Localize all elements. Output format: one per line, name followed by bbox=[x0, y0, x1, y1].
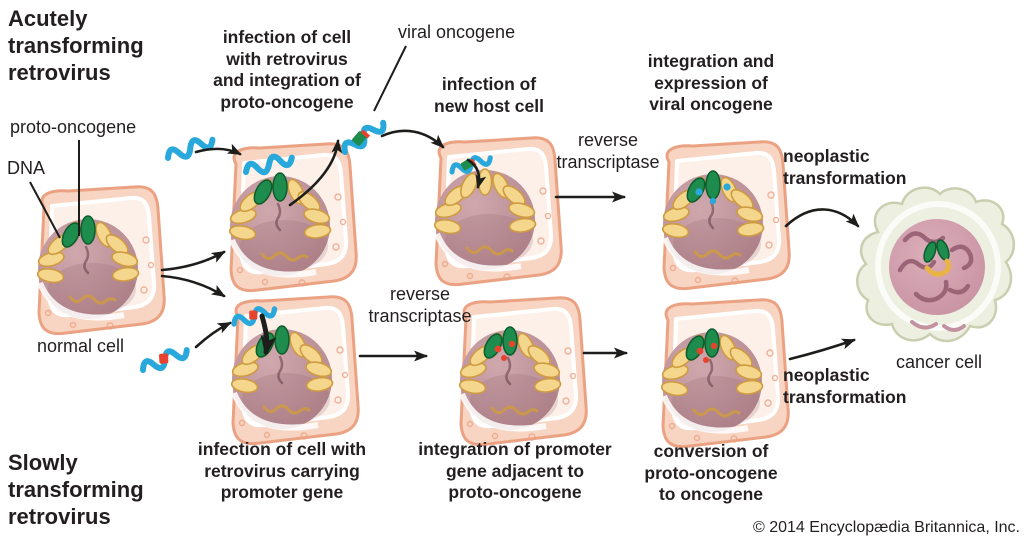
label-viral-oncogene: viral oncogene bbox=[398, 22, 516, 42]
label-dna: DNA bbox=[7, 158, 46, 178]
label-reverse-transcriptase-top: reverse transcriptase bbox=[556, 130, 660, 173]
promoter-retrovirus-icon bbox=[140, 344, 190, 375]
arrow-oncogene-capture bbox=[288, 139, 343, 207]
arrow-neoplastic-top bbox=[784, 208, 860, 228]
step-label-integration-expression: integration and expression of viral onco… bbox=[647, 51, 775, 115]
step-label-infection-new-host: infection of new host cell bbox=[434, 74, 544, 116]
arrow-promoter-entry bbox=[259, 313, 277, 356]
label-normal-cell: normal cell bbox=[37, 336, 125, 356]
step-label-neoplastic-bottom: neoplastic transformation bbox=[783, 365, 907, 407]
cell-integrated-oncogene-illustration bbox=[662, 142, 790, 289]
normal-cell-illustration bbox=[37, 187, 165, 334]
label-cancer-cell: cancer cell bbox=[896, 352, 983, 372]
label-reverse-transcriptase-bottom: reverse transcriptase bbox=[368, 284, 472, 327]
step-label-infection-integration: infection of cell with retrovirus and in… bbox=[213, 27, 361, 113]
step-label-conversion-oncogene: conversion of proto-oncogene to oncogene bbox=[644, 441, 778, 505]
arrow-virus-to-new-host bbox=[380, 129, 445, 149]
cell-oncogene-converted-illustration bbox=[661, 300, 789, 447]
copyright-notice: © 2014 Encyclopædia Britannica, Inc. bbox=[752, 519, 1020, 536]
arrow-branch-lower bbox=[160, 274, 226, 298]
arrow-virus-to-cell bbox=[194, 143, 242, 156]
step-label-promoter-integration: integration of promoter gene adjacent to… bbox=[418, 439, 612, 503]
heading-acutely-transforming-retrovirus: Acutely transforming retrovirus bbox=[8, 6, 144, 86]
arrow-entry-new-host bbox=[466, 158, 487, 189]
cancer-cell-illustration bbox=[856, 186, 1015, 343]
viral-oncogene-pointer-line bbox=[373, 45, 407, 112]
step-label-infection-promoter: infection of cell with retrovirus carryi… bbox=[197, 439, 367, 503]
arrow-promoter-virus-to-cell bbox=[194, 321, 232, 349]
viral-oncogene-rna-icon bbox=[340, 117, 388, 156]
arrow-neoplastic-bottom bbox=[788, 338, 856, 361]
step-label-neoplastic-top: neoplastic transformation bbox=[783, 146, 907, 188]
cell-promoter-integrated-illustration bbox=[459, 298, 587, 445]
dna-pointer-line bbox=[29, 181, 61, 239]
arrow-branch-upper bbox=[160, 250, 226, 272]
heading-slowly-transforming-retrovirus: Slowly transforming retrovirus bbox=[8, 450, 144, 530]
label-proto-oncogene: proto-oncogene bbox=[10, 117, 137, 137]
